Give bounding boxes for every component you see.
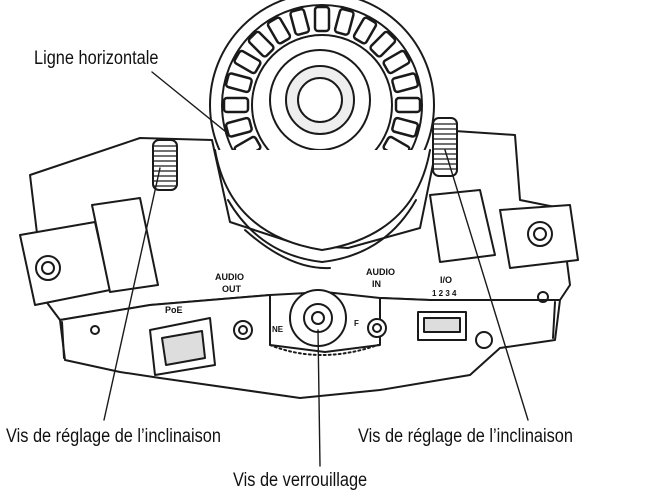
label-lock-screw: Vis de verrouillage bbox=[233, 470, 368, 491]
tilt-screw-right bbox=[432, 117, 458, 177]
audio-out-label-2: OUT bbox=[222, 284, 242, 294]
audio-out-jack bbox=[233, 320, 253, 340]
poe-port bbox=[149, 317, 216, 376]
label-horizontal-line: Ligne horizontale bbox=[34, 48, 159, 69]
audio-in-jack bbox=[367, 318, 387, 338]
right-mount-tab bbox=[499, 204, 579, 269]
tilt-screw-left bbox=[152, 139, 178, 191]
poe-label: PoE bbox=[165, 305, 183, 315]
audio-out-label-1: AUDIO bbox=[215, 272, 244, 282]
leader-lock-screw bbox=[317, 329, 321, 467]
left-recess bbox=[91, 197, 159, 293]
leader-lines bbox=[103, 71, 529, 467]
right-mount-hole bbox=[527, 221, 553, 247]
lock-screw-dial bbox=[269, 289, 379, 356]
label-tilt-screw-right: Vis de réglage de l’inclinaison bbox=[358, 426, 573, 447]
label-tilt-screw-left: Vis de réglage de l’inclinaison bbox=[6, 426, 221, 447]
io-pins-label: 1 2 3 4 bbox=[432, 289, 457, 298]
right-recess bbox=[429, 189, 496, 263]
leader-tilt-left bbox=[103, 167, 161, 421]
left-mount-tab bbox=[19, 221, 111, 306]
audio-in-label-2: IN bbox=[372, 279, 381, 289]
left-mount-hole bbox=[35, 255, 61, 281]
io-label: I/O bbox=[440, 275, 452, 285]
dial-label-f: F bbox=[354, 319, 359, 328]
audio-in-label-1: AUDIO bbox=[366, 267, 395, 277]
leader-tilt-right bbox=[444, 149, 529, 421]
io-terminal bbox=[417, 311, 467, 341]
leader-horizontal-line bbox=[151, 71, 227, 133]
dial-label-ne: NE bbox=[272, 325, 284, 334]
